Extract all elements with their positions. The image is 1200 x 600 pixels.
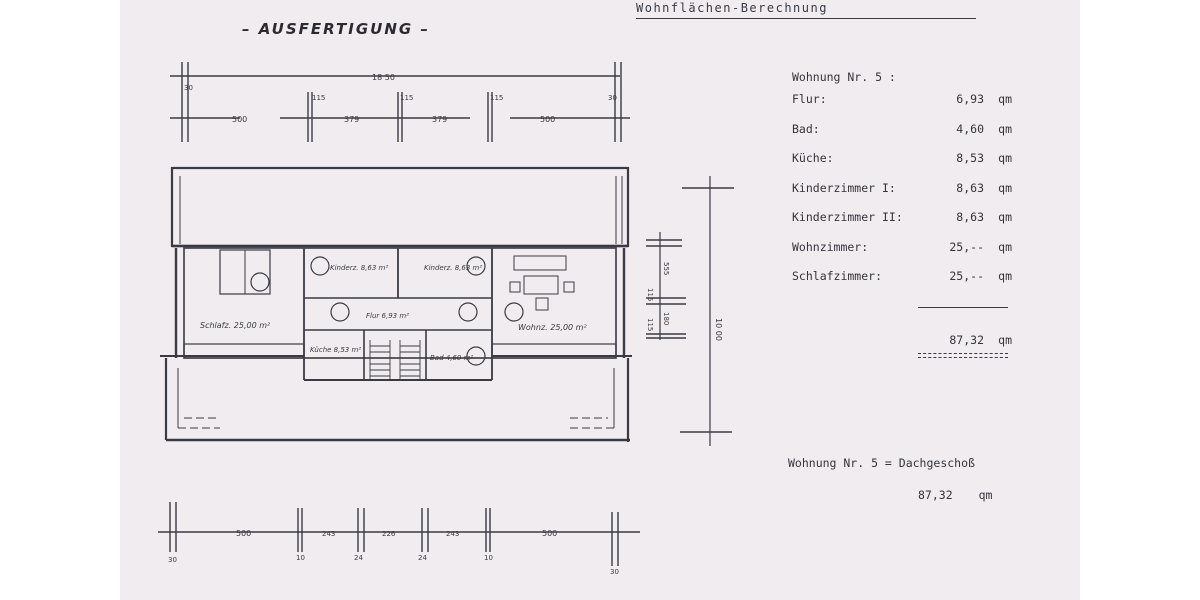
document-sheet: – AUSFERTIGUNG – <box>120 0 1080 600</box>
dim-small-bottom-3: 24 <box>354 554 363 562</box>
calc-row-unit: qm <box>998 92 1012 106</box>
calc-row-value: 25,-- <box>949 269 984 283</box>
calc-row: Bad: 4,60 qm <box>792 122 1012 152</box>
calc-row-unit: qm <box>998 269 1012 283</box>
dim-overall-right: 10 00 <box>714 318 723 341</box>
summary-total-value: 87,32 <box>918 488 953 502</box>
dim-seg-bottom-5: 500 <box>542 529 557 538</box>
dim-small-bottom-4: 24 <box>418 554 427 562</box>
apartment-label: Wohnung Nr. 5 : <box>792 70 896 84</box>
dim-seg-bottom-3: 226 <box>382 530 396 538</box>
area-calculation: Wohnung Nr. 5 : Flur: 6,93 qm Bad: 4,60 … <box>792 70 1012 299</box>
dim-small-bottom-1: 30 <box>168 556 177 564</box>
sum-rule <box>918 307 1008 308</box>
dim-seg-top-1: 500 <box>232 115 247 124</box>
room-label-kinder-2: Kinderz. 8,63 m² <box>424 264 482 272</box>
document-title: – AUSFERTIGUNG – <box>242 20 430 38</box>
calc-row: Kinderzimmer II: 8,63 qm <box>792 210 1012 240</box>
dim-seg-top-3: 379 <box>432 115 447 124</box>
calc-row-value: 8,63 <box>956 180 984 195</box>
dim-seg-bottom-2: 243 <box>322 530 335 538</box>
calc-row-value: 8,63 <box>956 210 984 224</box>
dim-small-top-4: 115 <box>490 94 503 102</box>
calc-row-unit: qm <box>998 151 1012 165</box>
calc-row-value: 6,93 <box>956 92 984 106</box>
dim-seg-top-4: 500 <box>540 115 555 124</box>
calc-total-unit: qm <box>998 333 1012 347</box>
calc-row-unit: qm <box>998 239 1012 254</box>
calc-row-label: Kinderzimmer II: <box>792 210 903 224</box>
calc-row-value: 25,-- <box>949 239 984 254</box>
room-label-schlafzimmer: Schlafz. 25,00 m² <box>200 321 271 330</box>
dim-seg-top-2: 379 <box>344 115 359 124</box>
room-label-kueche: Küche 8,53 m² <box>310 346 361 354</box>
floor-plan: 18 50 30 115 115 115 30 500 379 379 500 … <box>158 62 734 576</box>
calc-row: Kinderzimmer I: 8,63 qm <box>792 181 1012 211</box>
summary-line: Wohnung Nr. 5 = Dachgeschoß <box>788 456 975 470</box>
room-label-wohnzimmer: Wohnz. 25,00 m² <box>518 323 587 332</box>
summary-total-unit: qm <box>978 488 993 502</box>
dim-small-top-5: 30 <box>608 94 617 102</box>
calc-row-label: Bad: <box>792 121 820 136</box>
dim-seg-bottom-1: 500 <box>236 529 251 538</box>
calc-row: Wohnzimmer: 25,-- qm <box>792 240 1012 270</box>
dim-small-bottom-6: 30 <box>610 568 619 576</box>
dim-small-bottom-2: 10 <box>296 554 305 562</box>
calc-row-label: Flur: <box>792 92 827 106</box>
room-label-flur: Flur 6,93 m² <box>366 312 409 320</box>
dim-overall-top: 18 50 <box>372 73 395 82</box>
dim-right-2: 115 <box>646 288 654 301</box>
summary-total: 87,32 qm <box>918 488 992 502</box>
double-underline <box>918 353 1008 358</box>
calc-row-label: Wohnzimmer: <box>792 239 869 254</box>
dim-right-4: 115 <box>646 318 654 331</box>
dim-small-top-3: 115 <box>400 94 413 102</box>
calc-row-label: Kinderzimmer I: <box>792 180 896 195</box>
room-label-bad: Bad 4,60 m² <box>430 354 473 362</box>
calc-heading: Wohnflächen-Berechnung <box>636 1 976 19</box>
roof-zone-top <box>170 166 630 248</box>
calc-row-label: Küche: <box>792 151 834 165</box>
dim-small-top-2: 115 <box>312 94 325 102</box>
calc-row-unit: qm <box>998 180 1012 195</box>
calc-row: Küche: 8,53 qm <box>792 151 1012 181</box>
calc-total-value: 87,32 <box>949 333 984 347</box>
calc-row-value: 4,60 <box>956 121 984 136</box>
dim-small-top-1: 30 <box>184 84 193 92</box>
calc-row-label: Schlafzimmer: <box>792 269 883 283</box>
calc-row-unit: qm <box>998 121 1012 136</box>
calc-row: Schlafzimmer: 25,-- qm <box>792 269 1012 299</box>
room-label-kinder-1: Kinderz. 8,63 m² <box>330 264 388 272</box>
dim-small-bottom-5: 10 <box>484 554 493 562</box>
dim-seg-bottom-4: 243 <box>446 530 459 538</box>
dim-right-1: 555 <box>662 262 670 275</box>
calc-row: Flur: 6,93 qm <box>792 92 1012 122</box>
dim-right-3: 180 <box>662 312 670 325</box>
calc-row-unit: qm <box>998 210 1012 224</box>
calc-row-value: 8,53 <box>956 151 984 165</box>
